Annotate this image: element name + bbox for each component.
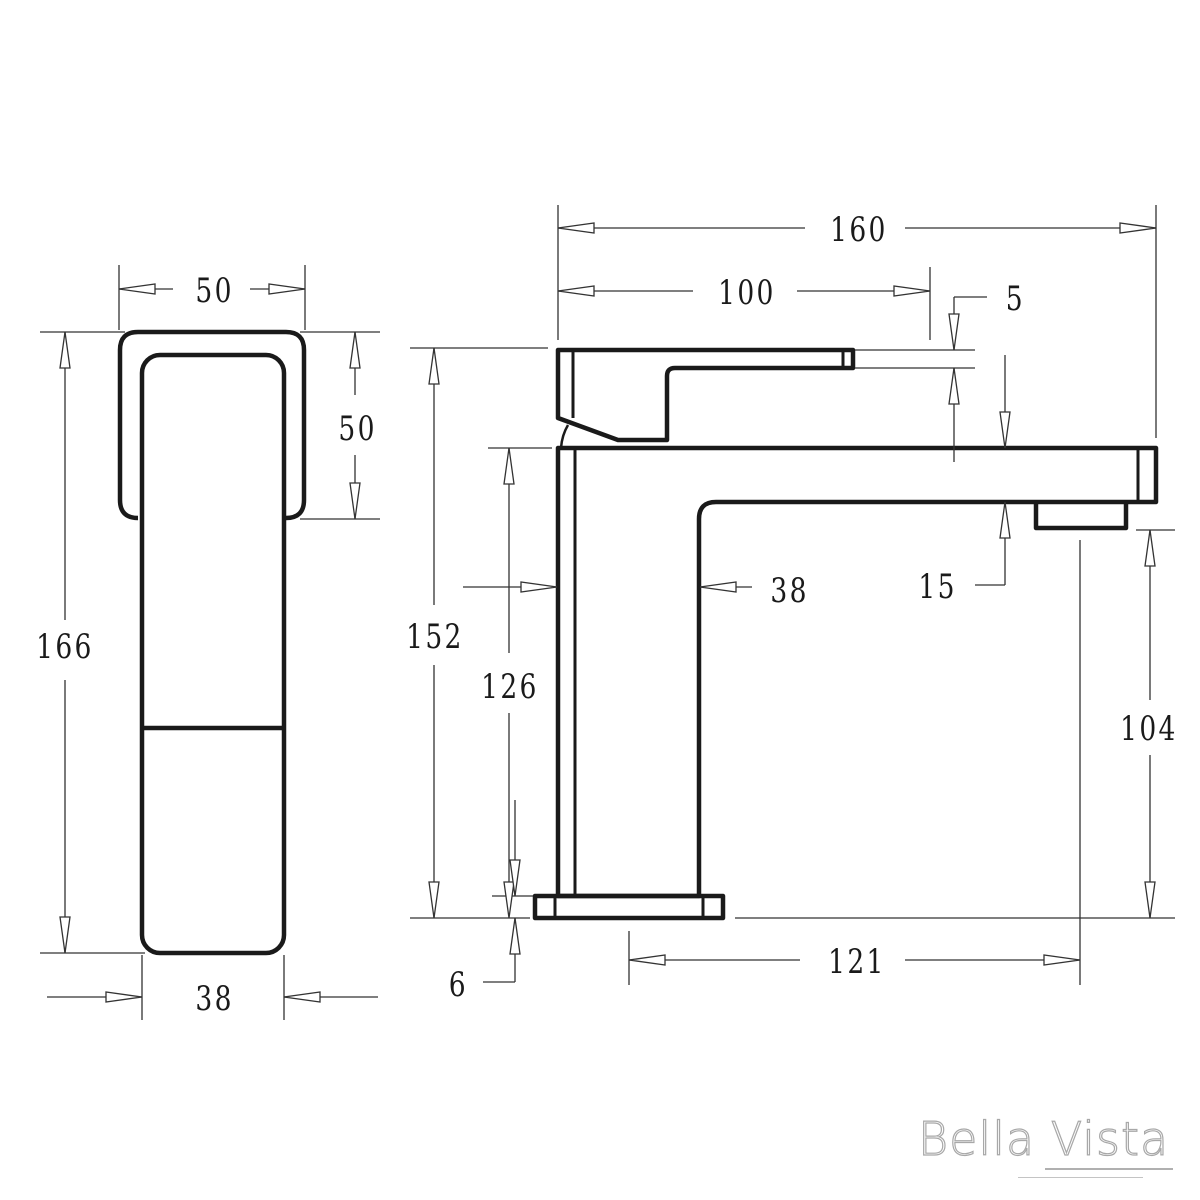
brand-logo: Bella Vista xyxy=(917,1111,1170,1166)
dim-side-handle-length: 100 xyxy=(718,273,776,313)
body-outline xyxy=(139,352,287,956)
dim-front-body-width: 38 xyxy=(195,979,234,1019)
dim-front-overall-height: 166 xyxy=(36,627,94,667)
dim-side-spout-thickness: 15 xyxy=(918,567,957,607)
side-view xyxy=(532,347,1159,921)
dim-front-handle-height: 50 xyxy=(338,409,377,449)
brand-underline-secondary xyxy=(1018,1177,1143,1178)
dim-side-body-height: 126 xyxy=(481,667,539,707)
front-view xyxy=(117,329,307,956)
dim-side-overall-length: 160 xyxy=(830,210,888,250)
dim-side-base-plate: 6 xyxy=(448,965,468,1005)
side-view-dimensions xyxy=(410,205,1175,985)
handle-outline xyxy=(117,329,307,521)
dim-side-overall-height: 152 xyxy=(406,617,464,657)
aerator xyxy=(1033,502,1129,531)
dim-side-spout-clearance: 104 xyxy=(1120,709,1178,749)
body-spout-side xyxy=(555,445,1159,899)
dim-side-spout-reach: 121 xyxy=(828,942,886,982)
brand-underline xyxy=(1045,1168,1173,1170)
base-plate xyxy=(532,893,726,921)
front-view-dimensions xyxy=(40,265,380,1020)
handle-side xyxy=(555,347,856,443)
dim-side-body-depth: 38 xyxy=(770,571,809,611)
dim-front-handle-width: 50 xyxy=(195,271,234,311)
dim-side-handle-gap: 5 xyxy=(1005,279,1025,319)
